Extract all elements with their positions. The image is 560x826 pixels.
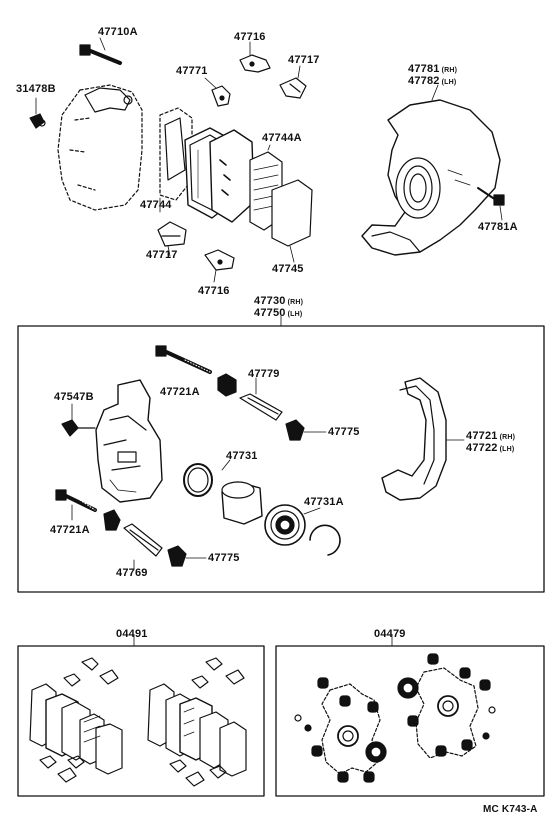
- label-47722: 47722(LH): [466, 443, 514, 455]
- label-47721-number: 47721: [466, 430, 498, 442]
- label-47721: 47721(RH): [466, 431, 515, 443]
- mounting-bracket: [381, 377, 465, 501]
- label-kit-04491: 04491: [116, 628, 148, 640]
- label-47547b: 47547B: [54, 391, 94, 403]
- label-47716-bottom: 47716: [198, 285, 230, 297]
- label-47730: 47730(RH): [254, 296, 303, 308]
- label-kit-04479: 04479: [374, 628, 406, 640]
- label-47716-top: 47716: [234, 31, 266, 43]
- label-47781-rh: (RH): [441, 67, 458, 74]
- label-47779: 47779: [248, 368, 280, 380]
- label-47750-lh: (LH): [287, 311, 303, 318]
- boot-47731a: [264, 504, 321, 546]
- pin-47779: [217, 373, 283, 421]
- pin-47769: [123, 523, 163, 571]
- boot-47775-top: [285, 419, 327, 441]
- label-47710a: 47710A: [98, 26, 138, 38]
- boot-lower: [103, 509, 121, 531]
- retaining-ring: [309, 524, 341, 556]
- shim-47717-bottom: [157, 221, 187, 247]
- label-47782-number: 47782: [408, 75, 440, 87]
- label-47750: 47750(LH): [254, 308, 302, 320]
- label-47744: 47744: [140, 199, 172, 211]
- label-47750-number: 47750: [254, 307, 286, 319]
- label-47782-lh: (LH): [441, 79, 457, 86]
- bolt-47721a-top: [155, 345, 212, 374]
- label-47775-bottom: 47775: [208, 552, 240, 564]
- label-47781-number: 47781: [408, 63, 440, 75]
- bolt-47721a-bottom: [55, 489, 97, 521]
- label-47745: 47745: [272, 263, 304, 275]
- shim-47717-top: [279, 65, 307, 99]
- seal-47731: [183, 459, 231, 497]
- clip-47771: [204, 77, 231, 107]
- bleeder-47547b: [61, 403, 96, 437]
- leader-lines-top: [159, 84, 439, 257]
- label-47775-top: 47775: [328, 426, 360, 438]
- label-47722-lh: (LH): [499, 446, 515, 453]
- label-47731a: 47731A: [304, 496, 344, 508]
- shim-47745: [271, 179, 313, 263]
- clip-47716-bottom: [204, 249, 235, 283]
- bleeder-31478b: [29, 97, 46, 129]
- label-47781a: 47781A: [478, 221, 518, 233]
- footer-diagram-code: MC K743-A: [483, 804, 538, 815]
- label-31478b: 31478B: [16, 83, 56, 95]
- label-47730-rh: (RH): [287, 299, 304, 306]
- caliper-body: [95, 379, 163, 503]
- clip-47716-top: [239, 41, 271, 73]
- caliper-hub-outline: [84, 87, 133, 113]
- kit-04479-parts: [294, 653, 496, 783]
- label-47722-number: 47722: [466, 442, 498, 454]
- piston: [221, 481, 263, 525]
- label-47771: 47771: [176, 65, 208, 77]
- label-47769: 47769: [116, 567, 148, 579]
- label-47721-rh: (RH): [499, 434, 516, 441]
- caliper-kit-frame: [17, 325, 545, 593]
- label-47781: 47781(RH): [408, 64, 457, 76]
- bolt-47710a: [79, 37, 122, 65]
- label-47721a-top: 47721A: [160, 386, 200, 398]
- label-47717-bottom: 47717: [146, 249, 178, 261]
- disc-dust-shield: [361, 99, 501, 256]
- label-47717-top: 47717: [288, 54, 320, 66]
- caliper-outline-dashed: [57, 84, 143, 211]
- label-47730-number: 47730: [254, 295, 286, 307]
- kit-04491-parts: [29, 657, 247, 787]
- label-47721a-bottom: 47721A: [50, 524, 90, 536]
- kit-box-04479: [275, 645, 545, 797]
- bolt-47781a: [477, 187, 505, 221]
- label-47731: 47731: [226, 450, 258, 462]
- kit-box-04491: [17, 645, 265, 797]
- label-47782: 47782(LH): [408, 76, 456, 88]
- boot-47775-bottom: [167, 545, 207, 567]
- label-47744a: 47744A: [262, 132, 302, 144]
- brake-pad-outer: [209, 129, 255, 223]
